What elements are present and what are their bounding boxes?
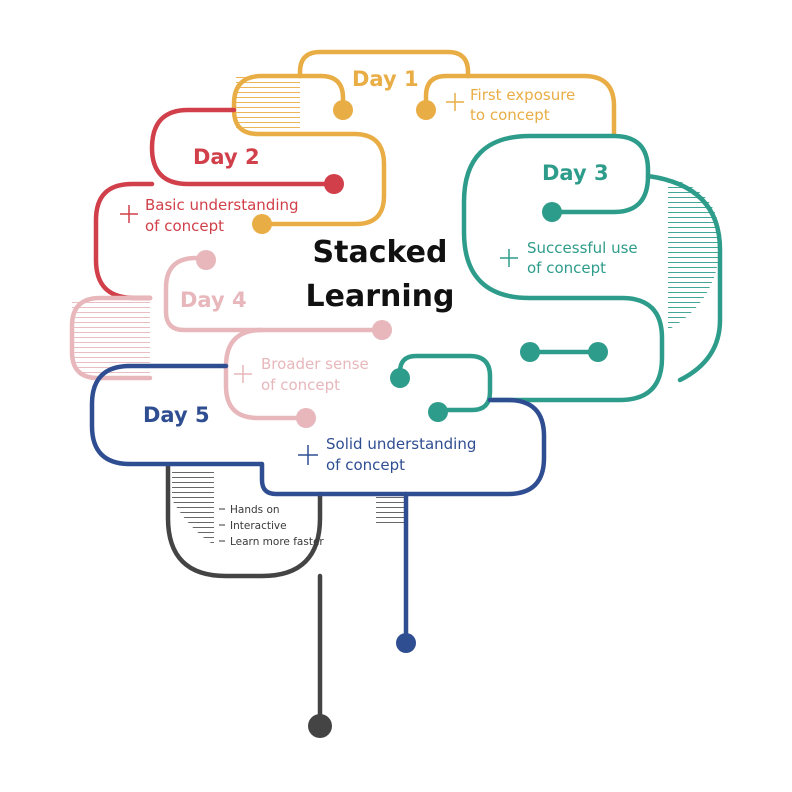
bullet-item: Learn more faster xyxy=(230,536,324,548)
day1-label: Day 1 xyxy=(352,67,419,91)
day1-desc-line1: First exposure xyxy=(470,86,575,104)
day5-label: Day 5 xyxy=(143,403,210,427)
bullet-item: Interactive xyxy=(230,520,287,532)
bullet-item: Hands on xyxy=(230,504,280,516)
plus-icon-day3 xyxy=(500,249,518,267)
day4-dot-bottom xyxy=(296,408,316,428)
title-line1: Stacked xyxy=(313,235,448,270)
day2-desc-line1: Basic understanding xyxy=(145,196,299,214)
day5-desc-line1: Solid understanding xyxy=(326,435,476,453)
day1-dot-right xyxy=(416,100,436,120)
plus-icon-day4 xyxy=(234,365,252,383)
hatch-stem-right xyxy=(376,494,408,525)
day5-desc-line2: of concept xyxy=(326,456,405,474)
day5-end-dot xyxy=(396,633,416,653)
day3-dot-right xyxy=(588,342,608,362)
hatch-stem xyxy=(172,470,214,545)
day4-desc-line1: Broader sense xyxy=(261,355,369,373)
plus-icon-day2 xyxy=(120,205,138,223)
title-line2: Learning xyxy=(306,279,455,314)
hatch-day3 xyxy=(668,178,720,330)
day1-dot-left xyxy=(333,100,353,120)
day3-desc-line2: of concept xyxy=(527,259,606,277)
day3-dot-top xyxy=(542,202,562,222)
day4-desc-line2: of concept xyxy=(261,376,340,394)
day1-desc-line2: to concept xyxy=(470,106,550,124)
plus-icon-day5 xyxy=(298,445,318,465)
day3-dot-inner2 xyxy=(428,402,448,422)
day4-dot-right xyxy=(372,320,392,340)
day2-dot xyxy=(324,174,344,194)
day3-dot-inner xyxy=(390,368,410,388)
plus-icon-day1 xyxy=(446,93,464,111)
day3-label: Day 3 xyxy=(542,161,609,185)
day4-dot-top xyxy=(196,250,216,270)
day2-end-dot xyxy=(252,214,272,234)
day2-desc-line2: of concept xyxy=(145,217,224,235)
day2-label: Day 2 xyxy=(193,145,260,169)
bullet-list: Hands on Interactive Learn more faster xyxy=(219,504,324,548)
day3-dot-left xyxy=(520,342,540,362)
hatch-day1 xyxy=(236,76,300,132)
stem-end-dot xyxy=(308,714,332,738)
day4-label: Day 4 xyxy=(180,288,247,312)
day3-desc-line1: Successful use xyxy=(527,239,638,257)
